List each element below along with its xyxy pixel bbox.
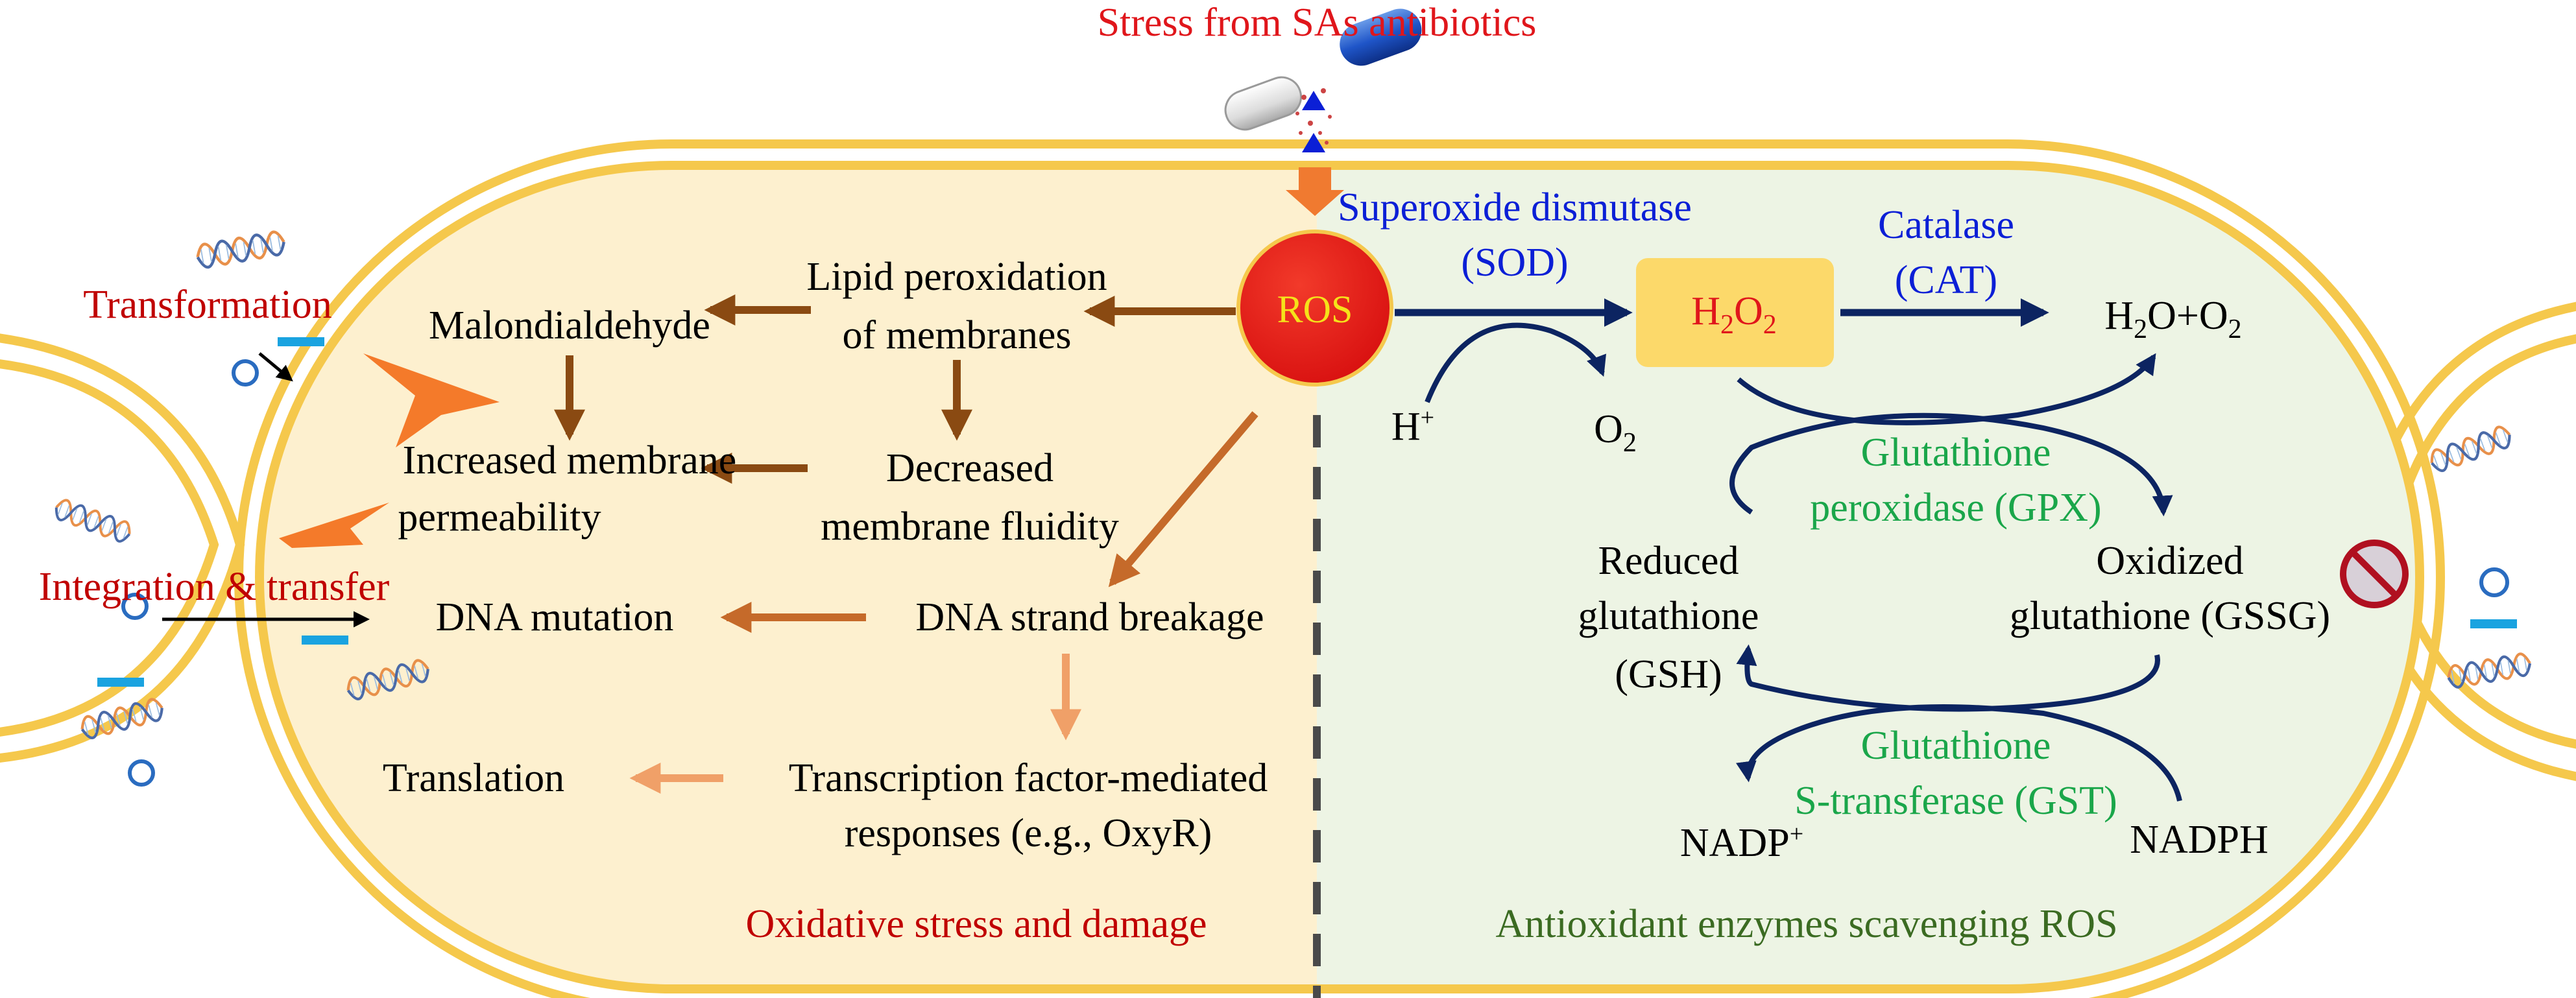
hgt-decorations <box>53 230 2532 787</box>
reduced-gsh-line2: glutathione <box>1578 594 1759 638</box>
lipid-peroxidation-line1: Lipid peroxidation <box>806 255 1107 299</box>
gpx-line1: Glutathione <box>1861 431 2051 475</box>
reduced-gsh-line3: (GSH) <box>1615 652 1722 696</box>
oxidized-gssg-line1: Oxidized <box>2096 539 2243 583</box>
reduced-gsh-line1: Reduced <box>1598 539 1739 583</box>
translation-label: Translation <box>383 756 564 800</box>
ros-label: ROS <box>1277 288 1353 331</box>
increased-permeability-line1: Increased membrane <box>403 438 737 482</box>
capsule-icon <box>1224 8 1422 152</box>
water-oxygen-label: H2O+O2 <box>2104 294 2241 344</box>
sod-line1: Superoxide dismutase <box>1338 185 1692 230</box>
dna-breakage-label: DNA strand breakage <box>915 595 1264 639</box>
left-panel-fill <box>259 165 1317 989</box>
integration-label: Integration & transfer <box>39 565 390 609</box>
ros-circle <box>1236 230 1393 386</box>
oxidized-gssg-line2: glutathione (GSSG) <box>2010 594 2330 638</box>
decreased-fluidity-line2: membrane fluidity <box>821 505 1119 549</box>
decreased-fluidity-line1: Decreased <box>886 446 1053 490</box>
catalase-line2: (CAT) <box>1895 258 1997 302</box>
transcription-line1: Transcription factor-mediated <box>789 756 1268 800</box>
o2-label: O2 <box>1594 407 1637 458</box>
malondialdehyde-label: Malondialdehyde <box>429 303 710 348</box>
nadp-label: NADP+ <box>1680 820 1803 865</box>
transcription-line2: responses (e.g., OxyR) <box>845 811 1212 855</box>
gpx-line2: peroxidase (GPX) <box>1810 486 2101 530</box>
lipid-peroxidation-line2: of membranes <box>843 313 1072 357</box>
nadph-label: NADPH <box>2130 818 2269 862</box>
bacterial-cell <box>234 139 2445 998</box>
right-panel-caption: Antioxidant enzymes scavenging ROS <box>1495 902 2117 946</box>
transformation-label: Transformation <box>83 283 331 327</box>
sod-line2: (SOD) <box>1461 241 1568 285</box>
left-neighbour-cell <box>0 333 245 763</box>
h2o2-label: H2O2 <box>1691 289 1777 340</box>
catalase-line1: Catalase <box>1878 203 2014 247</box>
right-panel-arrows <box>1395 298 2182 802</box>
increased-permeability-line2: permeability <box>398 495 601 540</box>
h-plus-label: H+ <box>1391 404 1434 449</box>
gst-line2: S-transferase (GST) <box>1794 779 2117 823</box>
prohibited-icon <box>2340 540 2409 608</box>
left-panel-arrows <box>554 294 1258 794</box>
dna-mutation-label: DNA mutation <box>436 595 674 639</box>
h2o2-box <box>1636 258 1834 367</box>
left-panel-caption: Oxidative stress and damage <box>745 902 1207 946</box>
right-panel-fill <box>1317 165 2420 989</box>
stress-label: Stress from SAs antibiotics <box>1098 1 1537 45</box>
gst-line1: Glutathione <box>1861 724 2051 768</box>
stress-down-arrow <box>1286 167 1344 216</box>
